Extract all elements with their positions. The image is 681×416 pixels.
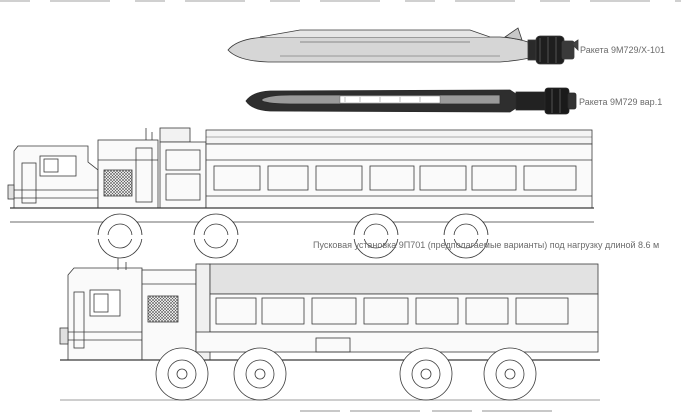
label-missile-2: Ракета 9М729 вар.1	[579, 97, 663, 107]
missile-9m729-var1	[245, 87, 577, 115]
missile-9m729-x101	[227, 27, 579, 65]
launcher-upper	[0, 127, 681, 259]
label-missile-1: Ракета 9М729/Х-101	[580, 45, 666, 55]
launcher-lower	[59, 258, 600, 401]
label-launcher: Пусковая установка 9П701 (предполагаемые…	[313, 240, 660, 250]
